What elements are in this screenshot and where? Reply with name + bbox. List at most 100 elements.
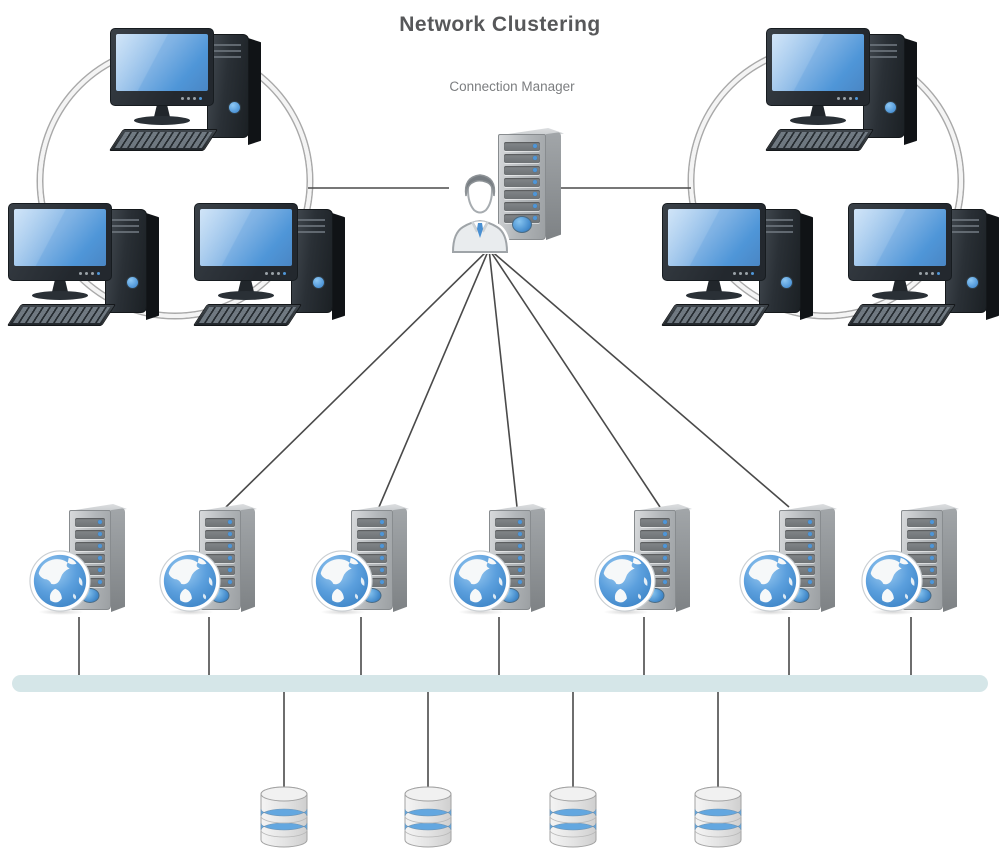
drive-slot [205,542,235,551]
server-side-panel [676,508,690,612]
led-indicator [808,556,812,560]
drive-slot [75,518,105,527]
monitor-stand [238,280,254,292]
globe-icon [159,550,221,612]
drive-slot [495,542,525,551]
led-indicator [808,520,812,524]
led-indicator [380,544,384,548]
database-cylinder [260,786,308,848]
drive-slot [357,554,387,563]
tower-vents [214,44,241,60]
drive-slot [205,566,235,575]
globe-shadow [451,608,511,616]
monitor [662,203,766,281]
led-indicator [808,544,812,548]
server-side-panel [943,508,957,612]
tower-vents [870,44,897,60]
led-indicator [518,556,522,560]
led-indicator [808,532,812,536]
monitor [8,203,112,281]
globe-shadow [596,608,656,616]
keyboard [660,304,771,326]
monitor-stand [706,280,722,292]
monitor-stand [52,280,68,292]
monitor-stand [892,280,908,292]
workstation-right-top [764,28,918,152]
tie [477,223,483,238]
drive-slot [640,518,670,527]
monitor-buttons [733,272,757,275]
drive-slot [357,542,387,551]
led-indicator [663,532,667,536]
monitor-buttons [919,272,943,275]
server-side-panel [241,508,255,612]
keyboard [108,129,219,151]
led-indicator [533,192,537,196]
led-indicator [930,580,934,584]
drive-slot [75,542,105,551]
keyboard [192,304,303,326]
server-side-panel [821,508,835,612]
drive-slot [504,166,540,175]
led-indicator [930,568,934,572]
led-indicator [930,544,934,548]
drive-slot [205,554,235,563]
tower-vents [112,219,139,235]
drive-slot [907,542,937,551]
led-indicator [930,520,934,524]
tower-vents [766,219,793,235]
drive-slot [907,518,937,527]
drive-slot [495,518,525,527]
server-front-panel [498,134,546,240]
drive-slot [785,542,815,551]
globe-shadow [313,608,373,616]
power-button [884,101,897,114]
globe-shadow [863,608,923,616]
globe-icon [739,550,801,612]
tower-side-panel [146,213,159,320]
monitor-stand-base [32,291,88,300]
led-indicator [808,580,812,584]
monitor-screen [14,209,106,266]
led-indicator [98,520,102,524]
tower-vents [952,219,979,235]
drive-slot [504,190,540,199]
drive-slot [907,566,937,575]
manager-to-web-server-5-link [488,248,661,508]
tower-vents [298,219,325,235]
server-side-panel [393,508,407,612]
led-indicator [533,144,537,148]
drive-slot [907,530,937,539]
manager-to-web-server-2-link [225,248,490,508]
led-indicator [930,532,934,536]
power-button [512,216,532,233]
manager-to-web-server-3-link [378,248,490,508]
monitor-buttons [79,272,103,275]
drive-slot [907,554,937,563]
led-indicator [228,544,232,548]
workstation-left-top [108,28,262,152]
monitor-stand-base [790,116,846,125]
drive-slot [640,554,670,563]
led-indicator [518,532,522,536]
drive-slot [205,530,235,539]
connection-manager-label: Connection Manager [449,79,575,94]
drive-slot [640,530,670,539]
tower-side-panel [904,38,917,145]
database-3 [548,785,598,849]
power-button [312,276,325,289]
led-indicator [228,520,232,524]
led-indicator [663,544,667,548]
monitor [110,28,214,106]
drive-slot [357,518,387,527]
led-indicator [98,544,102,548]
tower-side-panel [248,38,261,145]
led-indicator [380,520,384,524]
server-side-panel [111,508,125,612]
monitor-screen [772,34,864,91]
led-indicator [518,568,522,572]
server-side-panel [546,132,561,240]
workstation-right-bottom-right [846,203,1000,327]
database-cylinder [694,786,742,848]
